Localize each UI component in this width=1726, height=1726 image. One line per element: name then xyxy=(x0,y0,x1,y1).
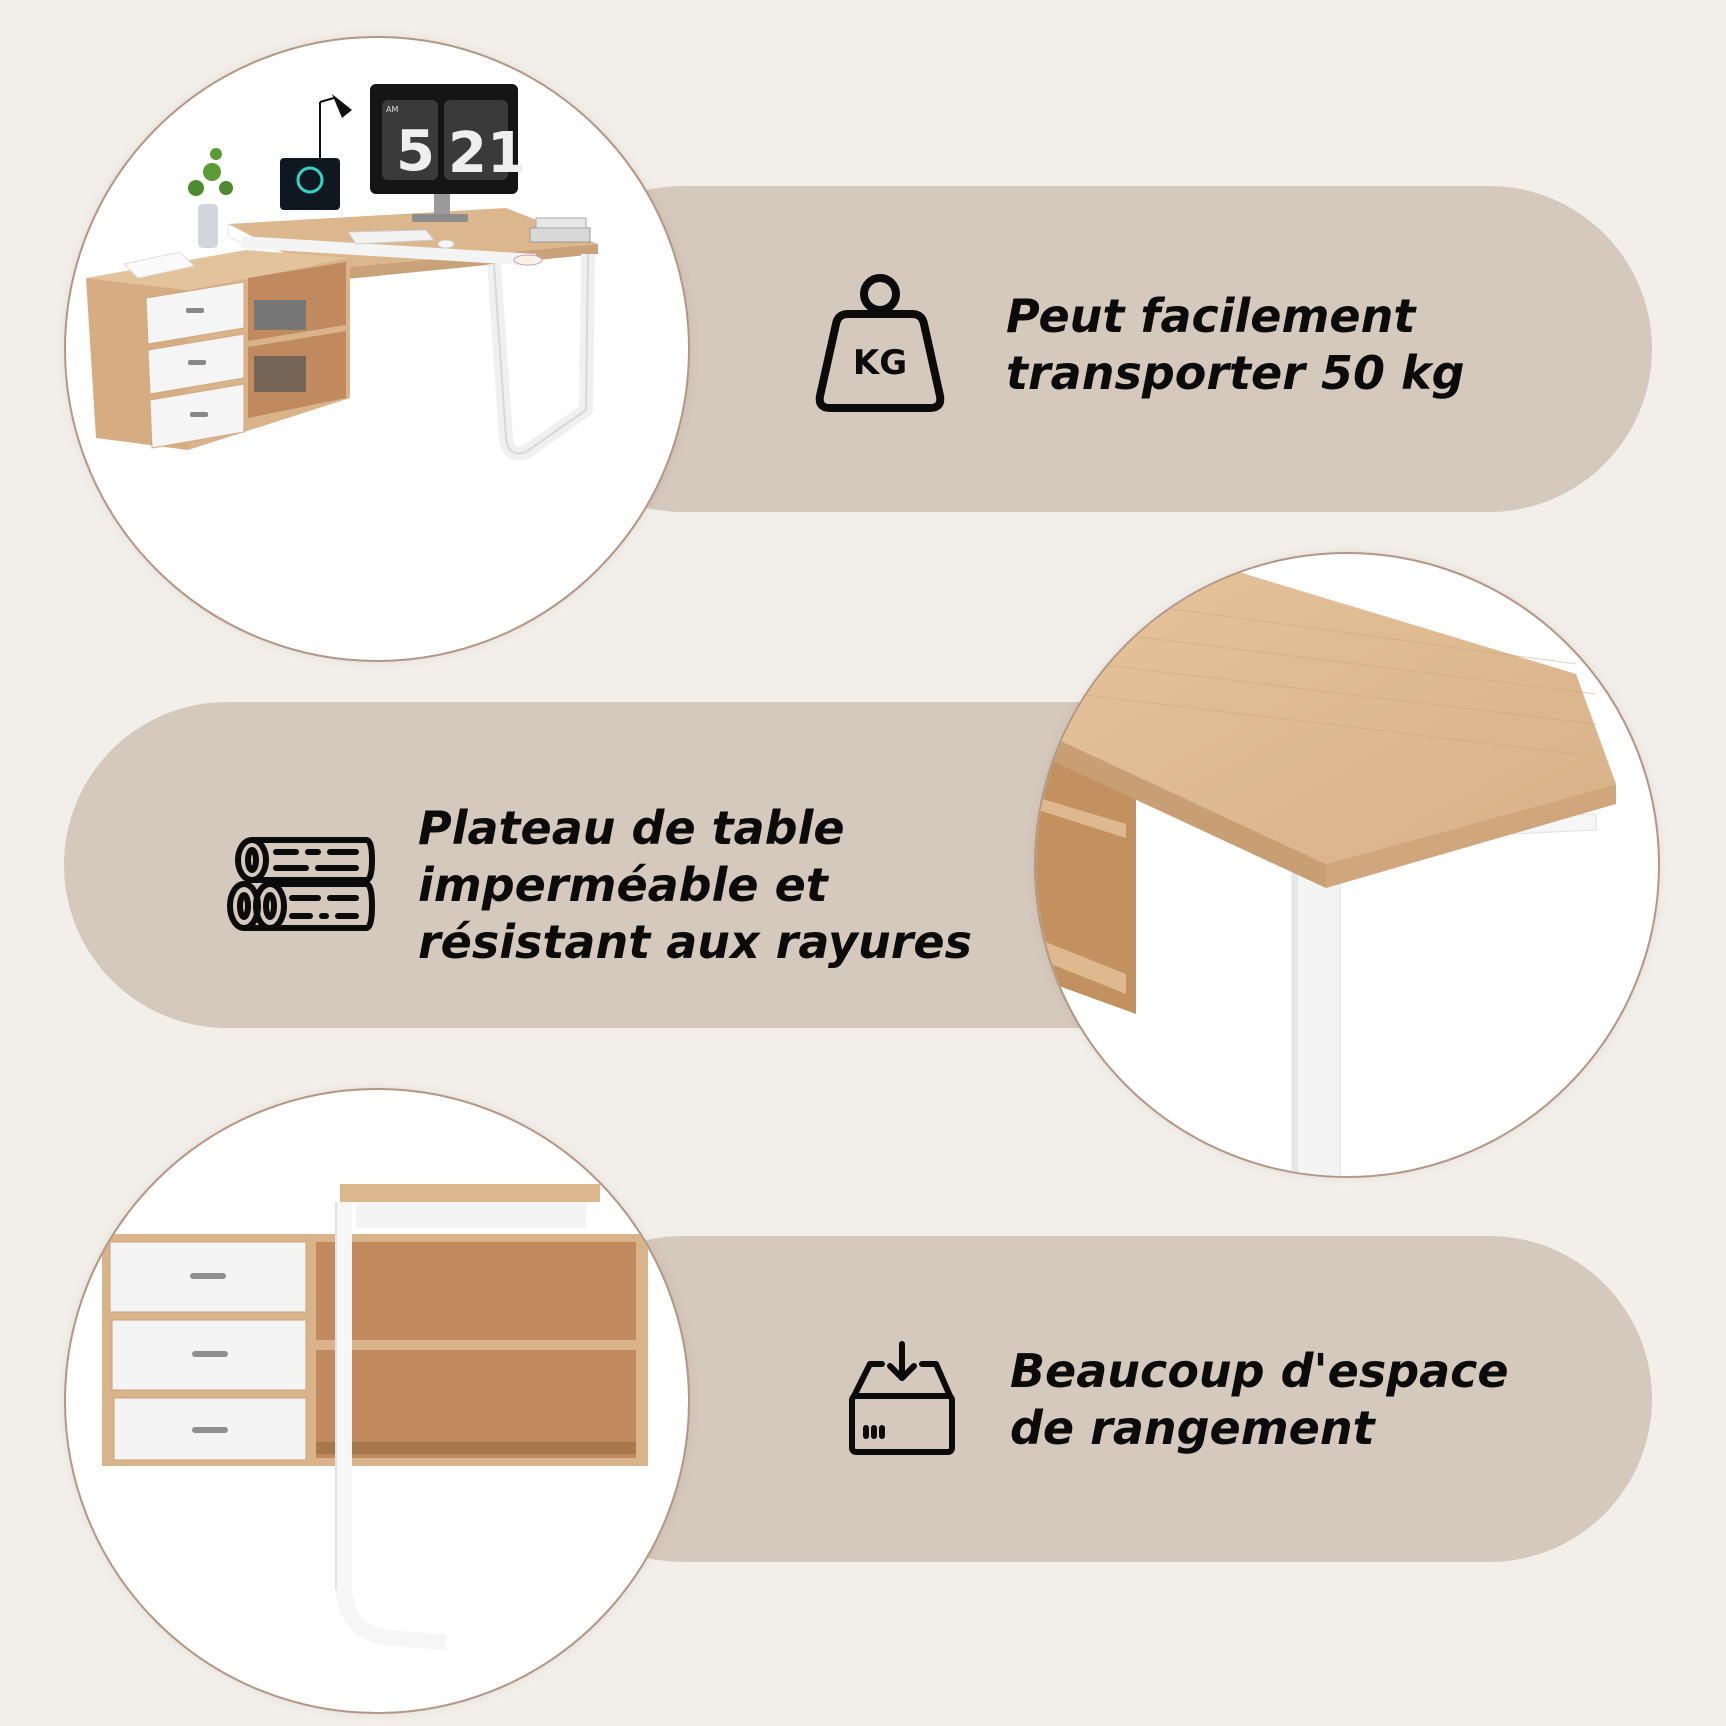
svg-text:KG: KG xyxy=(853,343,907,383)
desk-overview-image: AM 5 21 xyxy=(64,36,690,662)
storage-closeup-image xyxy=(64,1088,690,1714)
feature-weight-text: Peut facilement transporter 50 kg xyxy=(1006,288,1465,402)
feature-tabletop: Plateau de table imperméable et résistan… xyxy=(226,800,972,971)
feature-pill-storage xyxy=(520,1236,1652,1562)
feature-storage: Beaucoup d'espace de rangement xyxy=(846,1340,1509,1460)
svg-text:5: 5 xyxy=(396,119,435,184)
feature-tabletop-text: Plateau de table imperméable et résistan… xyxy=(418,800,972,971)
storage-cabinet-illustration xyxy=(102,1184,648,1650)
l-shaped-desk-illustration: AM 5 21 xyxy=(86,84,598,461)
svg-text:21: 21 xyxy=(448,121,526,186)
tabletop-closeup-illustration xyxy=(1036,554,1616,1176)
feature-storage-line-2: de rangement xyxy=(1010,1401,1375,1455)
storage-box-download-icon xyxy=(846,1340,960,1460)
feature-tabletop-line-3: résistant aux rayures xyxy=(418,915,972,969)
feature-weight-capacity: KG Peut facilement transporter 50 kg xyxy=(814,272,1465,418)
kettlebell-kg-icon: KG xyxy=(814,272,946,418)
tabletop-closeup-image xyxy=(1034,552,1660,1178)
feature-tabletop-line-1: Plateau de table xyxy=(418,801,845,855)
feature-weight-line-1: Peut facilement xyxy=(1006,289,1416,343)
feature-tabletop-line-2: imperméable et xyxy=(418,858,828,912)
feature-storage-text: Beaucoup d'espace de rangement xyxy=(1010,1343,1509,1457)
feature-weight-line-2: transporter 50 kg xyxy=(1006,346,1465,400)
feature-pill-weight xyxy=(520,186,1652,512)
feature-storage-line-1: Beaucoup d'espace xyxy=(1010,1344,1509,1398)
svg-text:AM: AM xyxy=(386,105,398,114)
wood-logs-icon xyxy=(226,836,376,936)
